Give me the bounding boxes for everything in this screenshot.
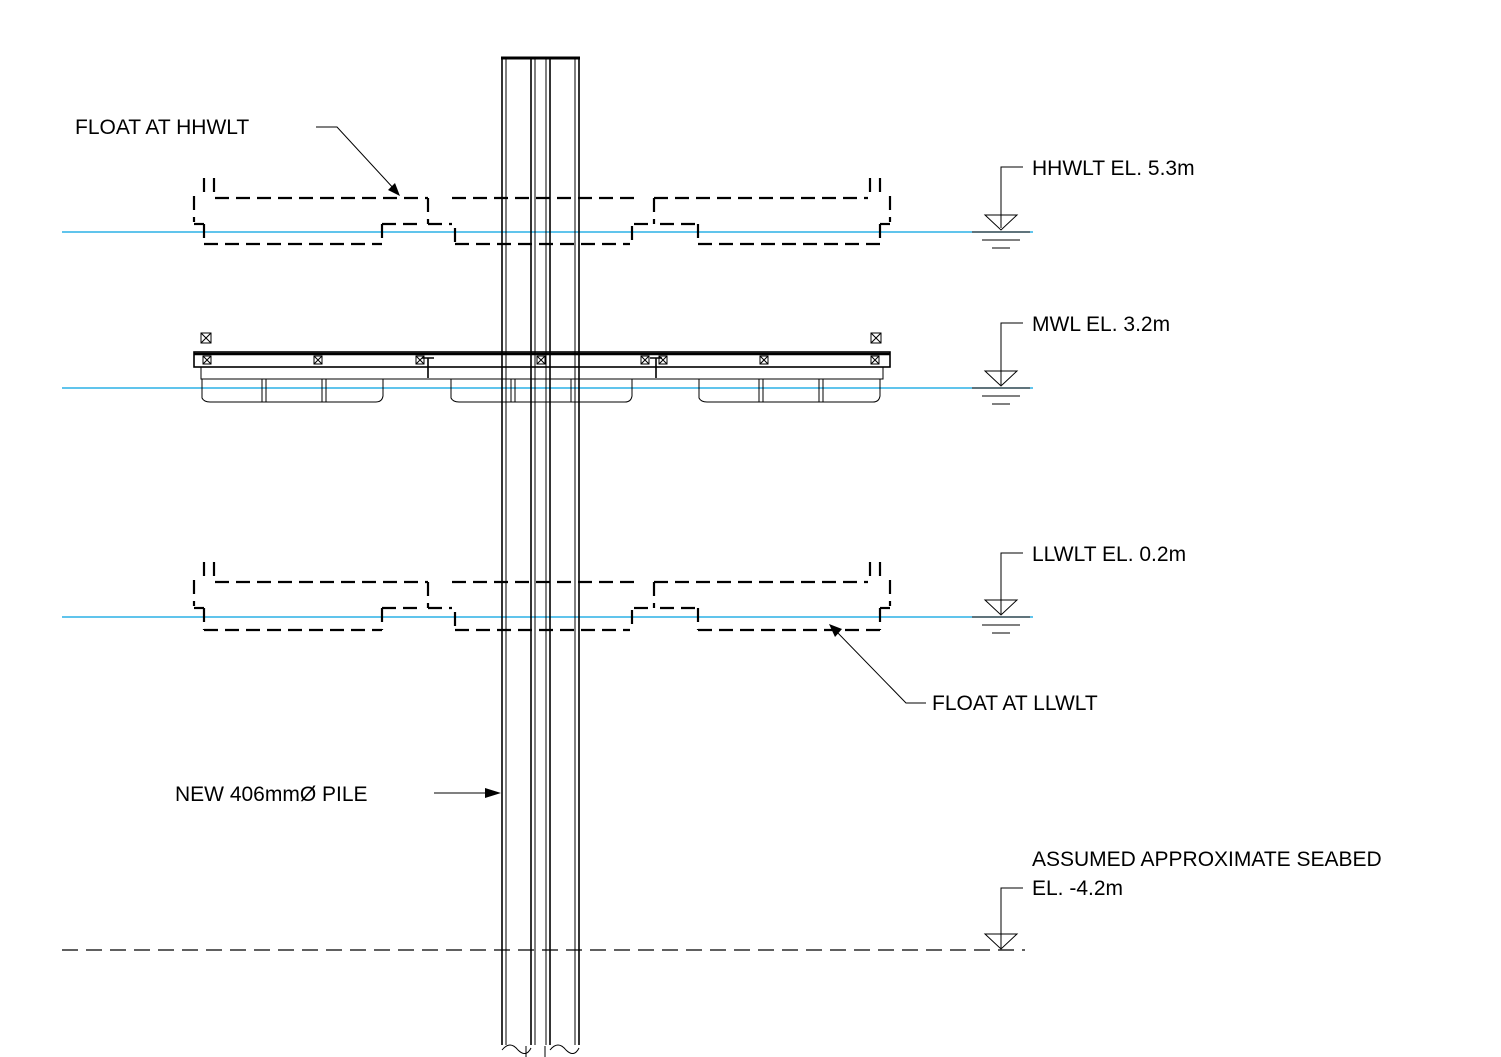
float-at-hhwlt	[192, 178, 892, 246]
pile	[501, 56, 580, 1057]
hhwlt-elevation-marker	[972, 166, 1030, 249]
float-llwlt-leader	[829, 624, 926, 704]
float-llwlt-label: FLOAT AT LLWLT	[932, 692, 1098, 715]
pile-break-symbol	[501, 1044, 532, 1054]
llwlt-elevation-label: LLWLT EL. 0.2m	[1032, 543, 1186, 566]
deck-cleats	[202, 355, 880, 365]
seabed-label-line1: ASSUMED APPROXIMATE SEABED	[1032, 848, 1382, 871]
pontoon-center	[450, 379, 633, 403]
seabed-elevation-marker	[983, 887, 1023, 950]
mwl-elevation-marker	[972, 322, 1030, 405]
mwl-elevation-label: MWL EL. 3.2m	[1032, 313, 1170, 336]
llwlt-elevation-marker	[972, 552, 1030, 634]
pile-label: NEW 406mmØ PILE	[175, 783, 368, 806]
pontoon-right	[698, 379, 881, 403]
pontoon-left	[201, 379, 384, 403]
float-hhwlt-label: FLOAT AT HHWLT	[75, 116, 249, 139]
float-at-llwlt	[192, 562, 892, 632]
float-hhwlt-leader	[316, 126, 400, 196]
seabed-label-line2: EL. -4.2m	[1032, 877, 1123, 900]
pile-leader	[434, 788, 501, 798]
float-at-mwl	[193, 332, 891, 403]
hhwlt-elevation-label: HHWLT EL. 5.3m	[1032, 157, 1195, 180]
